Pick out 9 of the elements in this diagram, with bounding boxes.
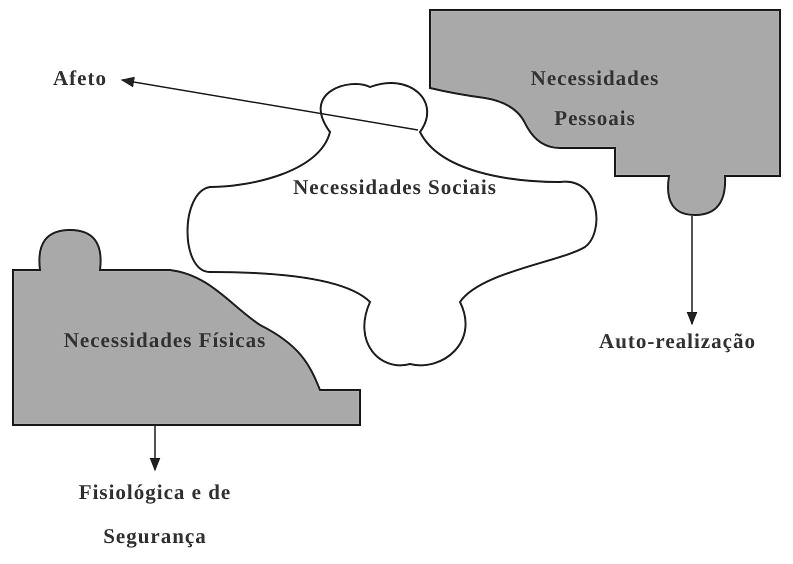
label-text: Fisiológica e de Segurança <box>65 470 245 558</box>
arrow <box>120 76 418 131</box>
arrow <box>686 216 698 326</box>
label-text: Auto-realização <box>575 324 780 358</box>
piece-label: Necessidades Pessoais <box>530 65 660 132</box>
label-text: Afeto <box>40 64 120 92</box>
arrow <box>150 426 160 472</box>
piece-label: Necessidades Físicas <box>62 327 268 354</box>
piece-label: Necessidades Sociais <box>292 174 498 201</box>
